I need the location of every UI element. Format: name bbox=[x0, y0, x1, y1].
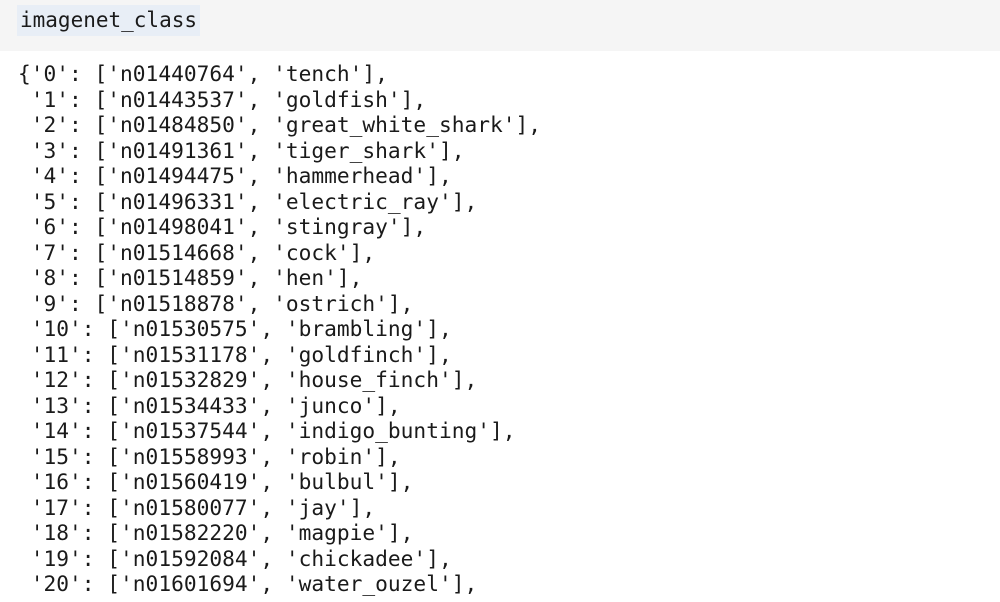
output-line: '11': ['n01531178', 'goldfinch'], bbox=[18, 341, 452, 367]
output-line: '12': ['n01532829', 'house_finch'], bbox=[18, 367, 478, 392]
output-line: '9': ['n01518878', 'ostrich'], bbox=[18, 290, 414, 316]
input-cell[interactable]: imagenet_class bbox=[0, 0, 1000, 51]
output-line: {'0': ['n01440764', 'tench'], bbox=[18, 61, 388, 86]
output-line: '10': ['n01530575', 'brambling'], bbox=[18, 316, 452, 341]
output-area: {'0': ['n01440764', 'tench'], '1': ['n01… bbox=[18, 61, 541, 597]
output-line: '13': ['n01534433', 'junco'], bbox=[18, 392, 401, 418]
output-line: '19': ['n01592084', 'chickadee'], bbox=[18, 545, 452, 571]
output-line: '18': ['n01582220', 'magpie'], bbox=[18, 520, 414, 545]
output-line: '14': ['n01537544', 'indigo_bunting'], bbox=[18, 418, 516, 443]
output-line: '7': ['n01514668', 'cock'], bbox=[18, 239, 376, 265]
output-line: '20': ['n01601694', 'water_ouzel'], bbox=[18, 571, 478, 596]
output-line: '15': ['n01558993', 'robin'], bbox=[18, 443, 401, 469]
output-line: '16': ['n01560419', 'bulbul'], bbox=[18, 469, 414, 494]
output-line: '3': ['n01491361', 'tiger_shark'], bbox=[18, 137, 465, 163]
output-line: '4': ['n01494475', 'hammerhead'], bbox=[18, 163, 452, 188]
output-line: '5': ['n01496331', 'electric_ray'], bbox=[18, 188, 478, 214]
output-line: '1': ['n01443537', 'goldfish'], bbox=[18, 86, 427, 112]
output-line: '17': ['n01580077', 'jay'], bbox=[18, 494, 376, 520]
output-line: '2': ['n01484850', 'great_white_shark'], bbox=[18, 112, 541, 137]
output-line: '6': ['n01498041', 'stingray'], bbox=[18, 214, 427, 239]
input-code[interactable]: imagenet_class bbox=[17, 5, 201, 36]
output-line: '8': ['n01514859', 'hen'], bbox=[18, 265, 363, 290]
